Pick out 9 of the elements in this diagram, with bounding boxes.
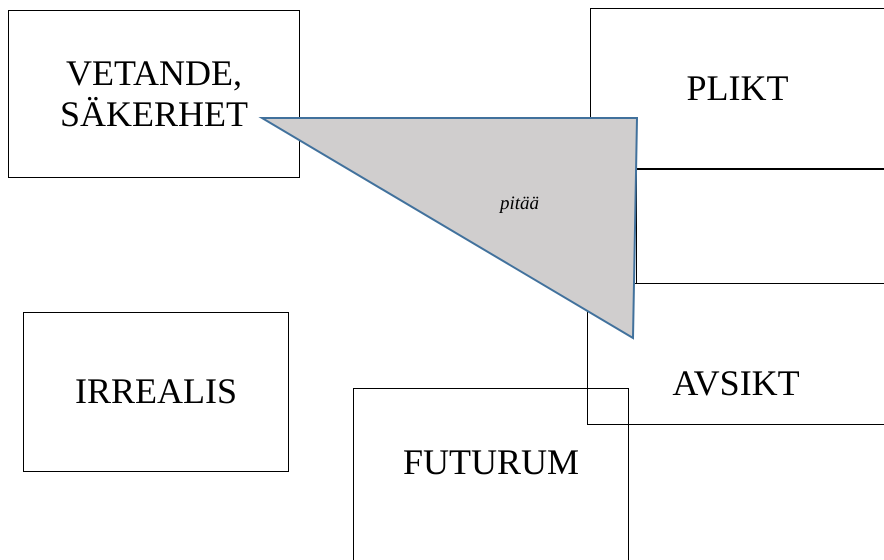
category-label: FUTURUM [402,442,580,484]
category-label: VETANDE, SÄKERHET [59,52,249,136]
category-label: AVSIKT [672,363,800,405]
category-label: PLIKT [686,68,788,110]
category-box [353,388,629,560]
region-label: pitää [500,193,540,215]
category-label: IRREALIS [75,371,237,413]
category-box [23,312,289,472]
category-box [8,10,300,178]
